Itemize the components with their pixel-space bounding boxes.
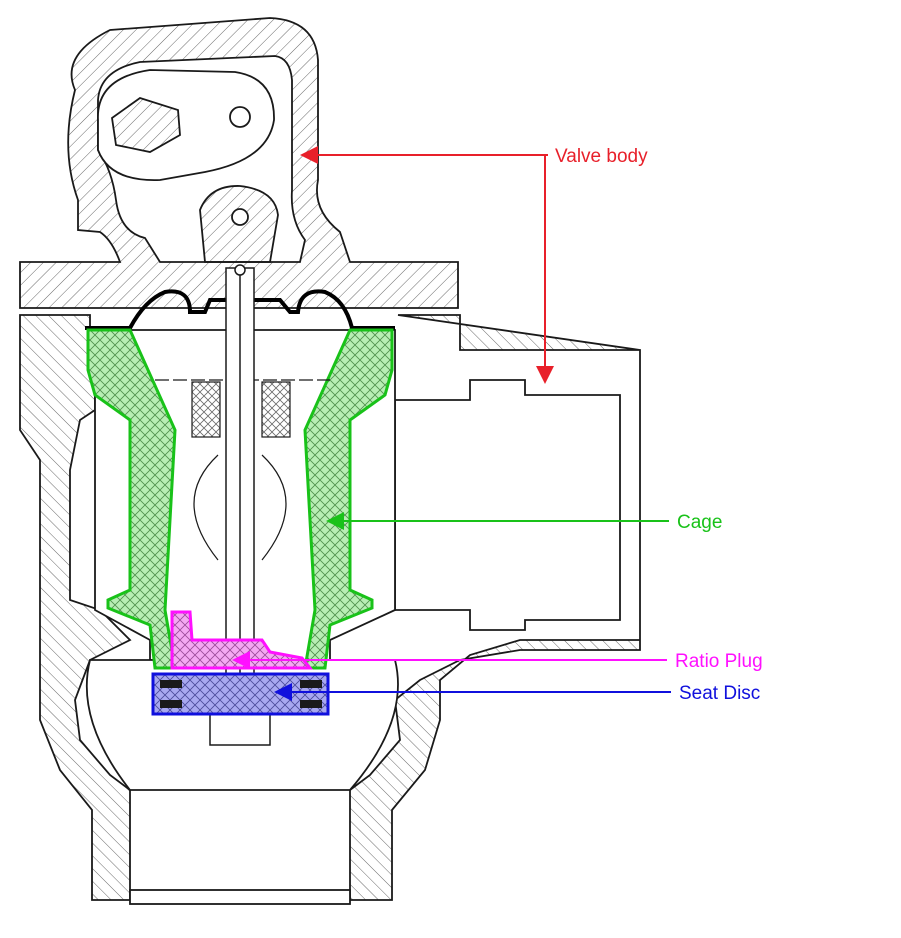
lever-pivot-hole bbox=[229, 106, 251, 128]
lever-arm bbox=[97, 69, 275, 181]
body-right-wall bbox=[349, 314, 641, 901]
inlet-ring bbox=[129, 889, 351, 905]
seat-disc bbox=[151, 672, 330, 716]
cage-left-wall bbox=[86, 328, 177, 670]
stem-guide-left bbox=[191, 381, 221, 438]
stem-guide-right bbox=[261, 381, 291, 438]
seat-disc-arrowhead bbox=[274, 683, 292, 701]
cage-arrowhead bbox=[326, 512, 344, 530]
ratio-plug-label: Ratio Plug bbox=[675, 651, 763, 672]
outlet-bore bbox=[394, 379, 621, 631]
lever-square-shaft bbox=[111, 97, 181, 153]
seat-disc-label: Seat Disc bbox=[679, 683, 760, 704]
valve-body-arrowhead-top bbox=[300, 146, 318, 164]
cage-label: Cage bbox=[677, 512, 722, 533]
cage-right-wall bbox=[303, 328, 394, 670]
stem-bore-arc bbox=[193, 454, 287, 561]
valve-body-leader bbox=[312, 154, 548, 370]
ratio-plug-arrowhead bbox=[232, 651, 250, 669]
cage bbox=[86, 328, 394, 670]
valve-body-arrowhead-bottom bbox=[536, 366, 554, 384]
valve-body-label: Valve body bbox=[555, 146, 648, 167]
ratio-plug bbox=[170, 610, 314, 670]
